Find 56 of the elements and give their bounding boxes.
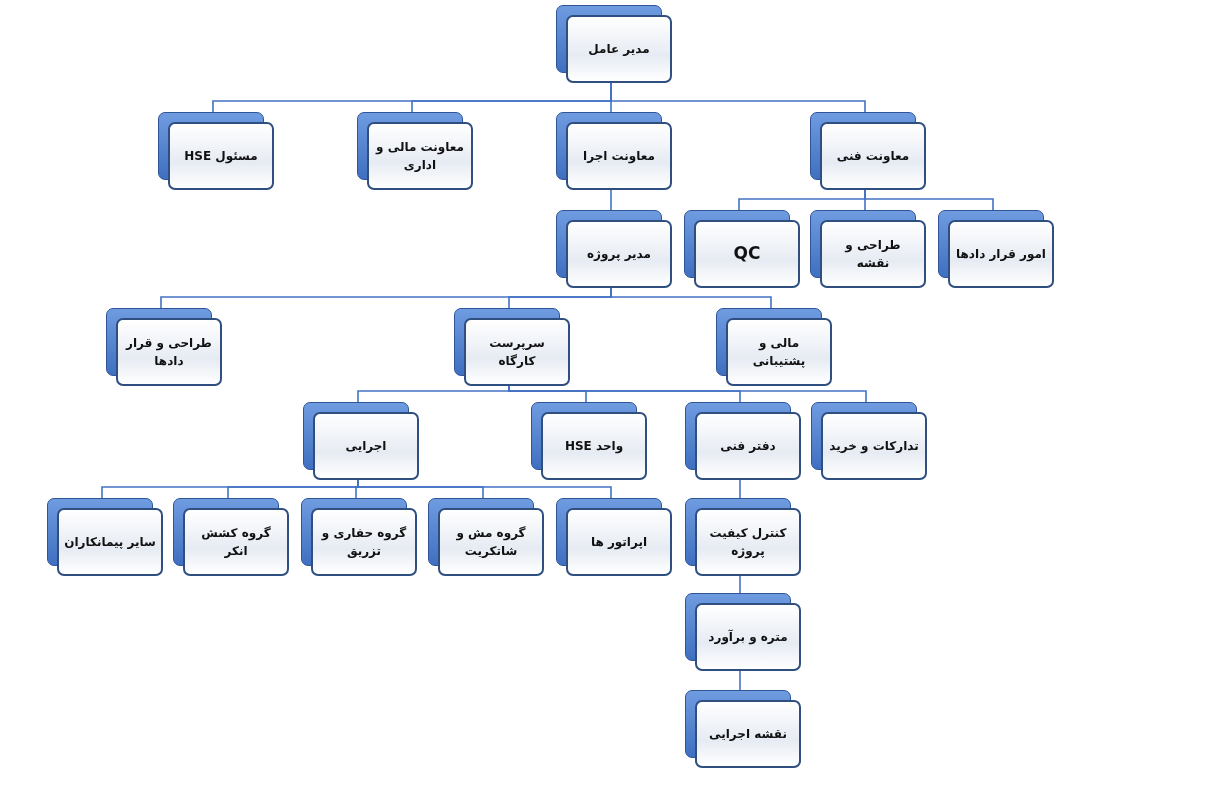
org-box [556,210,672,288]
connector-line [739,670,741,691]
org-box [106,308,222,386]
box-label: متره و برآورد [708,628,788,646]
org-box [556,112,672,190]
box-label: مسئول HSE [184,148,258,165]
org-box [685,593,801,671]
org-box [301,498,417,576]
connector-line [610,189,612,211]
org-box [556,498,672,576]
box-label: QC [733,242,761,266]
box-label: معاونت فنی [836,148,910,165]
box-label: مدیر پروژه [587,246,651,263]
org-box [454,308,570,386]
box-label: معاونت مالی و اداری [374,139,465,174]
org-box [357,112,473,190]
org-box [685,402,801,480]
box-label: نقشه اجرایی [709,726,787,743]
box-label: اجرایی [345,438,387,455]
org-box [428,498,544,576]
box-label: گروه کشش انکر [200,525,272,560]
box-label: امور قرار دادها [956,246,1046,263]
box-label: گروه حفاری و تزریق [320,525,408,560]
box-label: طراحی و نقشه [843,237,902,272]
box-label: مدیر عامل [588,41,650,58]
box-label: اپراتور ها [590,534,648,551]
org-box [938,210,1054,288]
org-box [173,498,289,576]
org-box [303,402,419,480]
box-label: مالی و پشتیبانی [751,335,807,370]
box-label: طراحی و قرار دادها [124,335,213,370]
connector-line [864,189,994,211]
box-label: گروه مش و شاتکریت [455,525,527,560]
box-label: واحد HSE [564,438,624,455]
box-label: دفتر فنی [720,438,776,455]
box-label: کنترل کیفیت پروژه [708,525,788,560]
org-box [685,498,801,576]
org-box [556,5,672,83]
org-box [685,690,801,768]
org-box [716,308,832,386]
connector-line [739,479,741,499]
org-box [810,112,926,190]
connector-line [357,479,612,499]
connector-line [610,82,866,113]
connector-line [610,287,772,309]
org-box [158,112,274,190]
box-label: تدارکات و خرید [829,438,919,455]
org-box [531,402,647,480]
box-label: سایر پیمانکاران [64,534,156,551]
box-label: سرپرست کارگاه [488,335,546,370]
box-label: معاونت اجرا [583,148,655,165]
org-box [811,402,927,480]
org-box [47,498,163,576]
connector-line [739,575,741,594]
org-box [684,210,800,288]
org-box [810,210,926,288]
